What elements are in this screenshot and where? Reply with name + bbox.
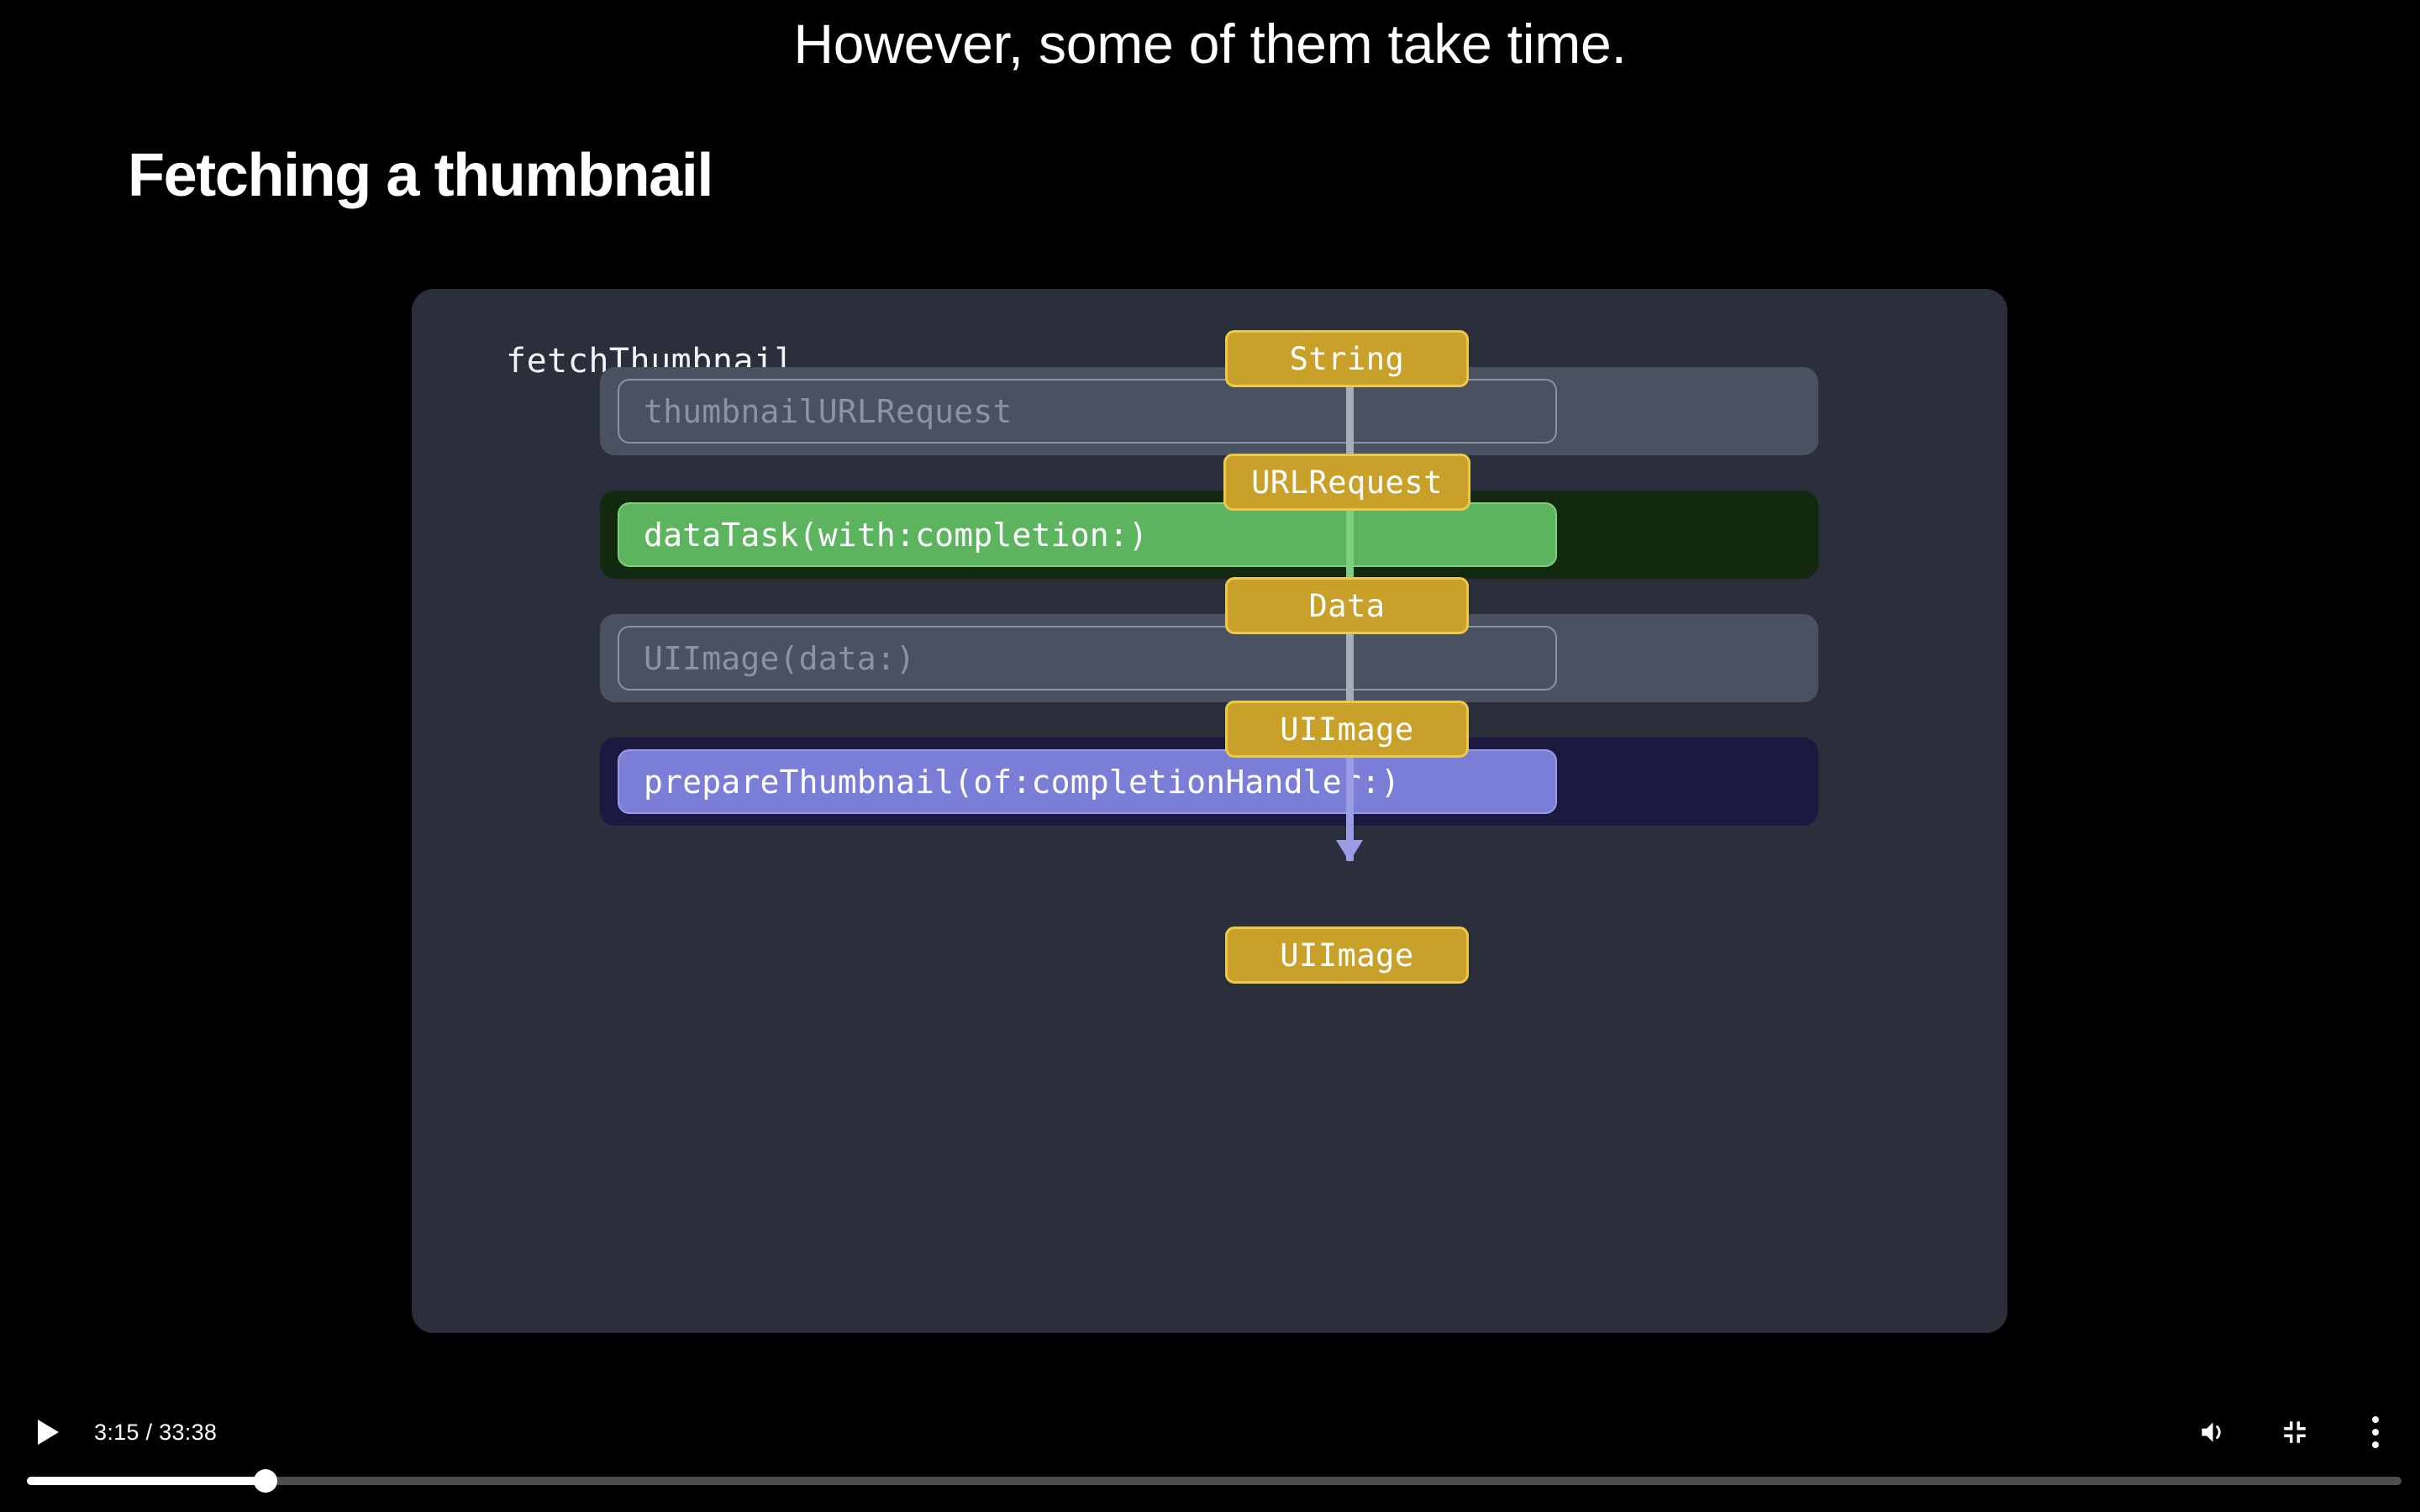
progress-fill xyxy=(27,1477,266,1485)
connector-arrowhead xyxy=(1336,840,1363,862)
video-caption: However, some of them take time. xyxy=(793,13,1627,75)
video-player-controls: 3:15 / 33:38 xyxy=(0,1394,2420,1512)
progress-track xyxy=(27,1477,2402,1485)
connector-stem xyxy=(1346,511,1354,614)
more-options-icon xyxy=(2372,1416,2379,1448)
play-icon xyxy=(37,1420,59,1445)
progress-thumb[interactable] xyxy=(254,1469,277,1493)
connector-stem xyxy=(1346,758,1354,861)
step-label-uiimage-data[interactable]: UIImage(data:) xyxy=(618,626,1557,690)
type-badge-urlrequest[interactable]: URLRequest xyxy=(1223,454,1470,511)
player-right-controls xyxy=(2188,1406,2402,1458)
step-label-thumbnail-url-request[interactable]: thumbnailURLRequest xyxy=(618,379,1557,444)
step-label-prepare-thumbnail[interactable]: prepareThumbnail(of:completionHandler:) xyxy=(618,749,1557,814)
type-badge-data[interactable]: Data xyxy=(1225,577,1469,634)
type-badge-string[interactable]: String xyxy=(1225,330,1469,387)
page-title: Fetching a thumbnail xyxy=(128,142,713,209)
step-row-thumbnail-url-request: thumbnailURLRequest xyxy=(600,367,1818,455)
connector-stem xyxy=(1346,387,1354,491)
progress-bar[interactable] xyxy=(27,1469,2402,1493)
exit-fullscreen-button[interactable] xyxy=(2269,1406,2321,1458)
volume-button[interactable] xyxy=(2188,1406,2240,1458)
type-badge-uiimage-1[interactable]: UIImage xyxy=(1225,701,1469,758)
step-row-uiimage-data: UIImage(data:) xyxy=(600,614,1818,702)
step-row-data-task: dataTask(with:completion:) xyxy=(600,491,1818,579)
play-button[interactable] xyxy=(22,1406,74,1458)
player-left-controls: 3:15 / 33:38 xyxy=(22,1406,217,1458)
time-display: 3:15 / 33:38 xyxy=(94,1419,218,1445)
type-badge-uiimage-2[interactable]: UIImage xyxy=(1225,927,1469,984)
exit-fullscreen-icon xyxy=(2284,1421,2306,1443)
connector-stem xyxy=(1346,634,1354,738)
more-options-button[interactable] xyxy=(2349,1406,2402,1458)
diagram-panel: fetchThumbnail thumbnailURLRequest dataT… xyxy=(412,289,2007,1333)
volume-icon xyxy=(2202,1422,2221,1442)
step-label-data-task[interactable]: dataTask(with:completion:) xyxy=(618,502,1557,567)
step-row-prepare-thumbnail: prepareThumbnail(of:completionHandler:) xyxy=(600,738,1818,826)
